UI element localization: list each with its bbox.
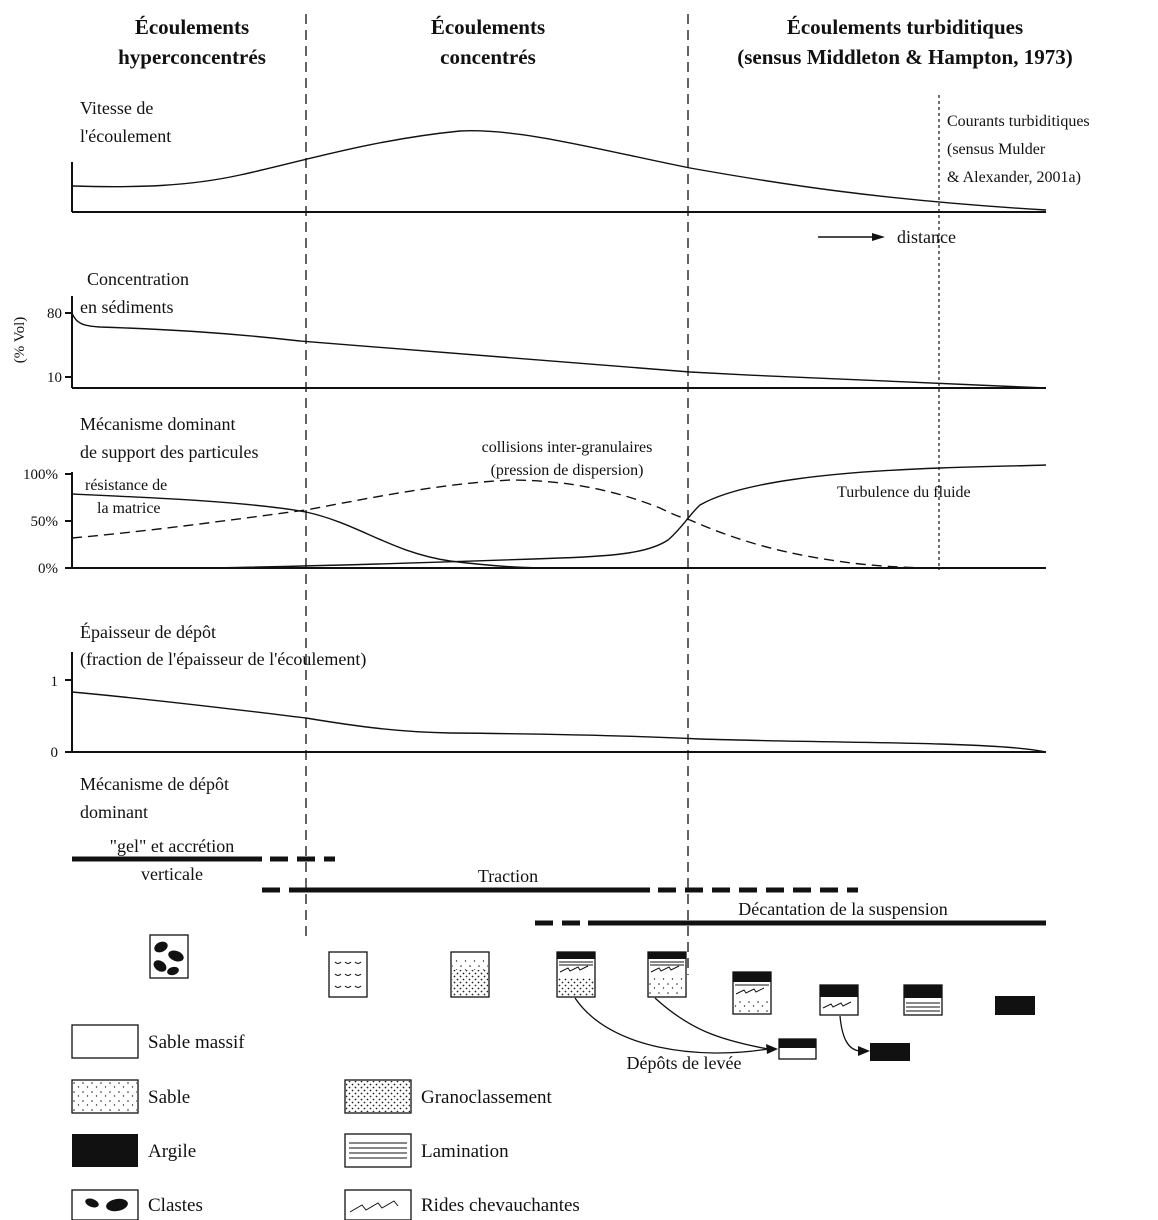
thickness-tick-1: 1 — [51, 674, 59, 690]
legend-swatch-clay — [72, 1134, 138, 1167]
mechanism-tick-100: 100% — [23, 467, 58, 483]
log-bouma-partial-1 — [732, 971, 772, 1015]
deposition-label-line2: dominant — [80, 802, 148, 822]
matrix-label-line1: résistance de — [85, 477, 167, 494]
decantation-label: Décantation de la suspension — [738, 899, 947, 919]
legend-clay: Argile — [148, 1141, 196, 1162]
legend-swatch-ripples — [344, 1189, 412, 1220]
concentration-tick-80: 80 — [47, 306, 62, 322]
legend-sand: Sable — [148, 1087, 190, 1108]
legend-lamination: Lamination — [421, 1141, 509, 1162]
levee-log-2 — [870, 1043, 910, 1061]
thickness-panel: Épaisseur de dépôt (fraction de l'épaiss… — [51, 621, 1047, 761]
legend-grading: Granoclassement — [421, 1087, 553, 1108]
log-bouma-partial-2 — [819, 984, 859, 1016]
log-bouma-full-2 — [647, 951, 687, 998]
header-hyper-line2: hyperconcentrés — [118, 45, 266, 69]
concentration-curve — [71, 312, 1047, 389]
velocity-curve — [71, 130, 1047, 211]
thickness-label-line1: Épaisseur de dépôt — [80, 621, 216, 642]
legend-ripples: Rides chevauchantes — [421, 1195, 580, 1216]
legend-clasts: Clastes — [148, 1195, 203, 1216]
collisions-label-line2: (pression de dispersion) — [491, 462, 644, 479]
turbulence-label: Turbulence du fluide — [837, 484, 971, 501]
currents-note-line2: (sensus Mulder — [947, 141, 1046, 158]
traction-label: Traction — [478, 866, 538, 886]
currents-note-line1: Courants turbiditiques — [947, 113, 1090, 130]
thickness-label-line2: (fraction de l'épaisseur de l'écoulement… — [80, 649, 366, 670]
velocity-label-line2: l'écoulement — [80, 126, 171, 146]
log-bouma-full-1 — [556, 951, 596, 998]
legend-swatch-clasts — [71, 1189, 139, 1220]
currents-note-line3: & Alexander, 2001a) — [947, 169, 1081, 186]
velocity-label-line1: Vitesse de — [80, 98, 153, 118]
distance-arrow — [818, 233, 885, 241]
legend: Sable massif Sable Argile Clastes Granoc… — [71, 1024, 580, 1220]
header-hyper-line1: Écoulements — [135, 15, 249, 39]
concentration-label-line1: Concentration — [87, 269, 189, 289]
mechanism-tick-50: 50% — [31, 514, 59, 530]
mechanism-tick-0: 0% — [38, 561, 58, 577]
concentration-tick-10: 10 — [47, 370, 62, 386]
deposit-logs: Dépôts de levée — [149, 934, 1035, 1073]
concentration-label-line2: en sédiments — [80, 297, 173, 317]
levee-arrows — [574, 997, 870, 1056]
deposition-panel: Mécanisme de dépôt dominant "gel" et acc… — [72, 774, 1046, 926]
log-massive-sand — [328, 951, 368, 998]
concentration-panel: Concentration en sédiments (% Vol) 80 10 — [12, 269, 1047, 389]
deposition-label-line1: Mécanisme de dépôt — [80, 774, 229, 794]
header-turbiditiques-line1: Écoulements turbiditiques — [787, 15, 1023, 39]
collisions-label-line1: collisions inter-granulaires — [482, 439, 653, 456]
column-headers: Écoulements hyperconcentrés Écoulements … — [118, 15, 1073, 69]
turbulence-curve — [209, 464, 1047, 569]
log-graded-sand — [450, 951, 490, 998]
log-laminated-clay — [903, 984, 943, 1016]
thickness-tick-0: 0 — [51, 745, 59, 761]
mechanism-label-line1: Mécanisme dominant — [80, 414, 235, 434]
header-concentres-line2: concentrés — [440, 45, 536, 69]
distance-label: distance — [897, 227, 956, 247]
concentration-unit: (% Vol) — [12, 317, 28, 364]
log-clasts — [149, 934, 189, 979]
legend-swatch-lamination — [344, 1133, 412, 1168]
matrix-label-line2: la matrice — [97, 500, 161, 517]
matrix-strength-curve — [71, 493, 551, 569]
levee-log-1 — [778, 1038, 817, 1060]
legend-swatch-massive-sand — [71, 1024, 139, 1059]
mechanism-panel: Mécanisme dominant de support des partic… — [23, 414, 1047, 577]
mechanism-label-line2: de support des particules — [80, 442, 258, 462]
grain-collisions-curve — [71, 479, 941, 569]
thickness-curve — [71, 691, 1047, 753]
header-turbiditiques-line2: (sensus Middleton & Hampton, 1973) — [737, 45, 1072, 69]
gel-label-line2: verticale — [141, 864, 203, 884]
header-concentres-line1: Écoulements — [431, 15, 545, 39]
legend-massive-sand: Sable massif — [148, 1032, 245, 1053]
log-clay — [995, 996, 1035, 1015]
levee-label: Dépôts de levée — [627, 1053, 742, 1073]
velocity-panel: Vitesse de l'écoulement Courants turbidi… — [71, 98, 1090, 247]
gel-label-line1: "gel" et accrétion — [110, 836, 235, 856]
